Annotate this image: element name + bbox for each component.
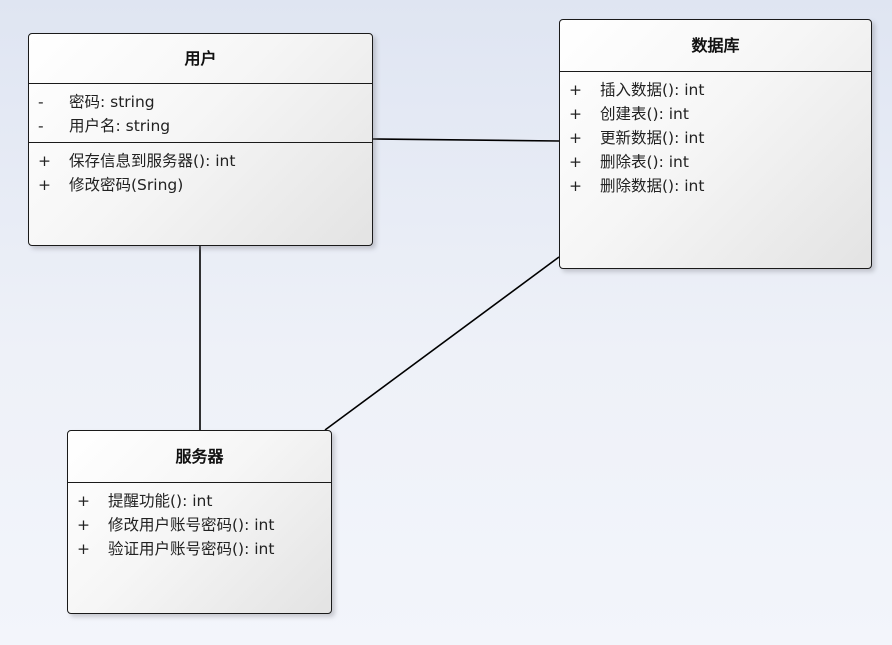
visibility-marker: + [77, 516, 90, 534]
operation-text: 插入数据(): int [600, 81, 705, 99]
attributes-compartment-user: - 密码: string - 用户名: string [29, 84, 372, 143]
operation-text: 创建表(): int [600, 105, 689, 123]
operation-text: 修改用户账号密码(): int [108, 516, 275, 534]
visibility-marker: + [569, 177, 582, 195]
operation-text: 验证用户账号密码(): int [108, 540, 275, 558]
operation-delete-table[interactable]: + 删除表(): int [560, 150, 871, 174]
operation-verify-account-password[interactable]: + 验证用户账号密码(): int [68, 537, 331, 561]
visibility-marker: + [38, 152, 51, 170]
visibility-marker: + [77, 492, 90, 510]
class-name-database: 数据库 [560, 20, 871, 72]
operation-text: 修改密码(Sring) [69, 176, 184, 194]
operation-text: 更新数据(): int [600, 129, 705, 147]
class-name-user: 用户 [29, 34, 372, 84]
operation-change-password[interactable]: + 修改密码(Sring) [29, 173, 372, 197]
operation-modify-account-password[interactable]: + 修改用户账号密码(): int [68, 513, 331, 537]
operation-text: 保存信息到服务器(): int [69, 152, 236, 170]
attribute-text: 密码: string [69, 93, 155, 111]
operation-text: 删除表(): int [600, 153, 689, 171]
operation-delete-data[interactable]: + 删除数据(): int [560, 174, 871, 198]
operations-compartment-server: + 提醒功能(): int + 修改用户账号密码(): int + 验证用户账号… [68, 483, 331, 565]
visibility-marker: - [38, 117, 44, 135]
attribute-username[interactable]: - 用户名: string [29, 114, 372, 138]
visibility-marker: + [569, 129, 582, 147]
operation-save-info[interactable]: + 保存信息到服务器(): int [29, 149, 372, 173]
class-name-server: 服务器 [68, 431, 331, 483]
operation-reminder[interactable]: + 提醒功能(): int [68, 489, 331, 513]
operation-create-table[interactable]: + 创建表(): int [560, 102, 871, 126]
visibility-marker: + [569, 105, 582, 123]
attribute-text: 用户名: string [69, 117, 171, 135]
class-server[interactable]: 服务器 + 提醒功能(): int + 修改用户账号密码(): int + 验证… [67, 430, 332, 614]
association-server-database[interactable] [324, 256, 560, 431]
visibility-marker: + [569, 81, 582, 99]
visibility-marker: + [38, 176, 51, 194]
operation-text: 提醒功能(): int [108, 492, 213, 510]
visibility-marker: + [77, 540, 90, 558]
attribute-password[interactable]: - 密码: string [29, 90, 372, 114]
class-database[interactable]: 数据库 + 插入数据(): int + 创建表(): int + 更新数据():… [559, 19, 872, 269]
class-user[interactable]: 用户 - 密码: string - 用户名: string + 保存信息到服务器… [28, 33, 373, 246]
operation-text: 删除数据(): int [600, 177, 705, 195]
operations-compartment-database: + 插入数据(): int + 创建表(): int + 更新数据(): int… [560, 72, 871, 202]
visibility-marker: + [569, 153, 582, 171]
operation-update-data[interactable]: + 更新数据(): int [560, 126, 871, 150]
operations-compartment-user: + 保存信息到服务器(): int + 修改密码(Sring) [29, 143, 372, 201]
association-user-database[interactable] [372, 138, 560, 142]
visibility-marker: - [38, 93, 44, 111]
operation-insert-data[interactable]: + 插入数据(): int [560, 78, 871, 102]
